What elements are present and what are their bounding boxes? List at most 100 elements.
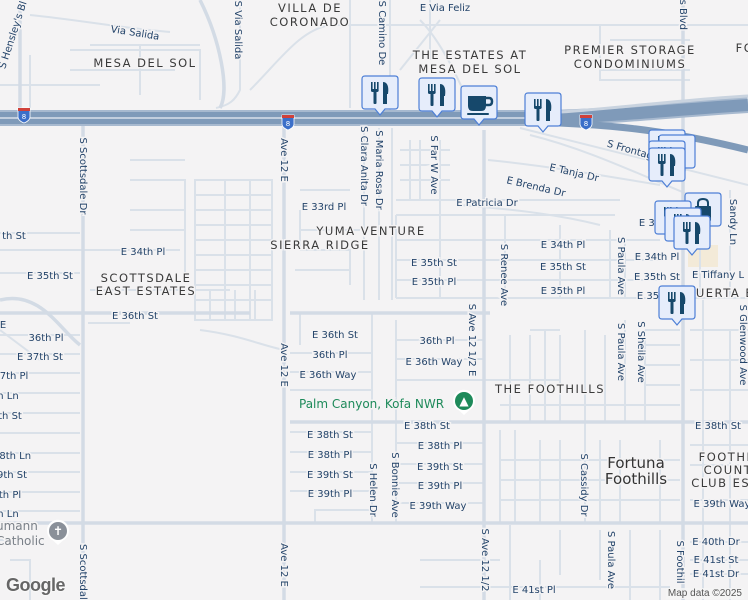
- coffee-marker[interactable]: [460, 85, 498, 126]
- street-label: S Glenwood Ave: [737, 305, 748, 386]
- street-label: E 35th St: [27, 271, 73, 282]
- neighborhood-label: FOOTHI: [699, 450, 748, 464]
- neighborhood-label: YUMA VENTURE: [315, 224, 425, 238]
- restaurant-icon: [428, 84, 446, 106]
- street-label: Ave 12 E: [278, 543, 289, 587]
- shield-number: 8: [286, 120, 290, 128]
- street-label: E 36th St: [312, 330, 358, 341]
- restaurant-marker[interactable]: [673, 215, 711, 256]
- street-label: S Cassidy Dr: [578, 453, 589, 517]
- neighborhood-label: FO: [736, 41, 748, 55]
- street-label: E Patricia Dr: [456, 198, 518, 209]
- shield-number: 8: [584, 120, 588, 128]
- street-label: S Scottsdale Dr: [77, 138, 88, 216]
- church-icon[interactable]: ✝: [46, 519, 69, 545]
- street-label: 36th Pl: [313, 350, 348, 361]
- restaurant-icon: [668, 292, 686, 314]
- street-label: E 34th Pl: [635, 252, 679, 263]
- street-label: E 38th Pl: [418, 441, 462, 452]
- neighborhood-label: THE ESTATES AT: [412, 48, 528, 62]
- street-label: E 33rd Pl: [302, 202, 347, 213]
- street-label: E 40th Dr: [692, 537, 740, 548]
- street-label: h Ln: [0, 509, 19, 520]
- neighborhood-label: UERTA E: [696, 286, 748, 300]
- interstate-8-shield-icon: 8: [579, 114, 593, 131]
- street-label: S Ave 12 1/2: [479, 528, 490, 591]
- pins-layer: ✝▲: [46, 389, 475, 545]
- svg-text:✝: ✝: [53, 524, 63, 538]
- restaurant-marker[interactable]: [361, 75, 399, 116]
- street-label: E 41st St: [694, 555, 739, 566]
- street-label: E 39th Way: [694, 499, 748, 510]
- street-label: E 39th St: [307, 470, 353, 481]
- street-label: S Maria Rosa Dr: [373, 130, 384, 210]
- street-label: E 41st Dr: [693, 569, 740, 580]
- street-label: S Via Salida: [232, 1, 243, 60]
- street-label: S Paula Ave: [615, 237, 626, 295]
- neighborhood-label: COUNT: [704, 463, 748, 477]
- street-label: E Via Feliz: [420, 3, 470, 14]
- street-label: 36th Pl: [420, 336, 455, 347]
- street-label: E 36th Way: [406, 357, 463, 368]
- restaurant-marker[interactable]: [524, 92, 562, 133]
- street-label: E: [0, 320, 6, 331]
- neighborhood-label: CLUB EST: [691, 476, 748, 490]
- street-label: S Paula Ave: [605, 531, 616, 589]
- neighborhood-label: MESA DEL SOL: [418, 62, 521, 76]
- restaurant-marker[interactable]: [648, 147, 686, 188]
- neighborhood-label: SIERRA RIDGE: [270, 238, 369, 252]
- street-label: E 39th St: [417, 462, 463, 473]
- street-label: 9th St: [0, 470, 27, 481]
- interstate-8-shield-icon: 8: [17, 107, 31, 124]
- street-label: S Clara Anita Dr: [358, 126, 369, 207]
- street-label: S Paula Ave: [615, 323, 626, 381]
- street-label: E 41st Pl: [512, 585, 555, 596]
- svg-text:▲: ▲: [459, 394, 469, 408]
- street-label: 7th Pl: [0, 371, 28, 382]
- restaurant-marker[interactable]: [418, 77, 456, 118]
- coffee-icon: [467, 96, 494, 115]
- restaurant-icon: [534, 99, 552, 121]
- street-label: E 36th St: [112, 311, 158, 322]
- street-label: E 35th St: [634, 272, 680, 283]
- park-label[interactable]: Palm Canyon, Kofa NWR: [298, 396, 446, 413]
- street-label: 38th Ln: [0, 451, 31, 462]
- tree-icon[interactable]: ▲: [452, 389, 475, 415]
- street-label: E 38th St: [695, 421, 741, 432]
- street-label: E 39th Pl: [308, 489, 352, 500]
- neighborhood-label: CORONADO: [270, 15, 351, 29]
- map-data-credit[interactable]: Map data ©2025: [665, 588, 744, 599]
- neighborhood-label: VILLA DE: [278, 1, 342, 15]
- church-label[interactable]: Catholic: [0, 533, 46, 550]
- church-label[interactable]: umann: [0, 518, 39, 535]
- street-label: S Foothil: [674, 541, 685, 584]
- street-label: Ave 12 E: [278, 138, 289, 182]
- street-label: S Helen Dr: [367, 463, 378, 517]
- street-label: E 36th Way: [300, 370, 357, 381]
- neighborhood-label: THE FOOTHILLS: [494, 382, 605, 396]
- street-label: Ave 12 E: [278, 343, 289, 387]
- street-label: E 35t: [637, 291, 663, 302]
- neighborhood-label: MESA DEL SOL: [93, 56, 196, 70]
- street-label: E 39th Pl: [418, 481, 462, 492]
- street-label: E 39th Way: [410, 501, 467, 512]
- street-label: th St: [2, 231, 26, 242]
- street-label: S Ave 12 1/2 E: [466, 304, 477, 377]
- street-label: h Ln: [0, 391, 19, 402]
- street-label: E 34th Pl: [541, 240, 585, 251]
- street-label: th Pl: [0, 490, 21, 501]
- street-label: E 37th St: [17, 352, 63, 363]
- markers-layer: [361, 75, 722, 326]
- neighborhood-label: PREMIER STORAGE: [564, 43, 696, 57]
- street-label: E 38th Pl: [308, 450, 352, 461]
- street-label: E 34th Pl: [121, 247, 165, 258]
- restaurant-marker[interactable]: [658, 285, 696, 326]
- street-label: E 35th Pl: [412, 277, 456, 288]
- street-label: S Camino De: [376, 1, 387, 66]
- street-label: E 38th St: [307, 430, 353, 441]
- google-logo[interactable]: Google: [6, 575, 66, 595]
- city-label: Foothills: [605, 470, 667, 488]
- street-label: E 35th St: [540, 262, 586, 273]
